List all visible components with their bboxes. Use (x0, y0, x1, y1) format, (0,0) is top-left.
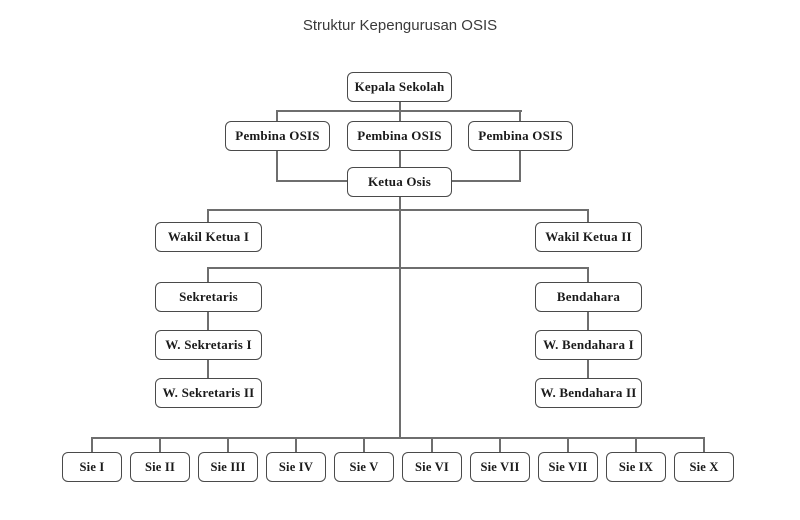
connector-line (91, 437, 93, 452)
node-sekretaris: Sekretaris (155, 282, 262, 312)
connector-line (159, 437, 161, 452)
connector-line (276, 150, 278, 182)
node-sie-10: Sie X (674, 452, 734, 482)
connector-line (207, 311, 209, 331)
node-sie-9: Sie IX (606, 452, 666, 482)
connector-line (587, 359, 589, 379)
node-kepala-sekolah: Kepala Sekolah (347, 72, 452, 102)
node-sie-1: Sie I (62, 452, 122, 482)
node-wakil-ketua-1: Wakil Ketua I (155, 222, 262, 252)
connector-line (363, 437, 365, 452)
connector-line (399, 150, 401, 168)
connector-line (207, 359, 209, 379)
node-wakil-ketua-2: Wakil Ketua II (535, 222, 642, 252)
node-sie-8: Sie VII (538, 452, 598, 482)
connector-line (227, 437, 229, 452)
connector-line (499, 437, 501, 452)
connector-line (635, 437, 637, 452)
node-pembina-osis-3: Pembina OSIS (468, 121, 573, 151)
connector-line (207, 209, 209, 222)
connector-line (207, 267, 209, 282)
connector-line (452, 180, 521, 182)
node-sie-2: Sie II (130, 452, 190, 482)
node-pembina-osis-2: Pembina OSIS (347, 121, 452, 151)
connector-line (91, 437, 705, 439)
node-sie-6: Sie VI (402, 452, 462, 482)
node-bendahara: Bendahara (535, 282, 642, 312)
connector-line (399, 110, 401, 121)
node-w-bendahara-1: W. Bendahara I (535, 330, 642, 360)
node-w-bendahara-2: W. Bendahara II (535, 378, 642, 408)
connector-line (399, 196, 401, 439)
connector-line (399, 101, 401, 112)
connector-line (276, 180, 347, 182)
node-w-sekretaris-1: W. Sekretaris I (155, 330, 262, 360)
node-ketua-osis: Ketua Osis (347, 167, 452, 197)
connector-line (703, 437, 705, 452)
node-sie-4: Sie IV (266, 452, 326, 482)
node-w-sekretaris-2: W. Sekretaris II (155, 378, 262, 408)
connector-line (207, 209, 589, 211)
connector-line (431, 437, 433, 452)
connector-line (519, 150, 521, 182)
connector-line (207, 267, 589, 269)
chart-title: Struktur Kepengurusan OSIS (302, 17, 498, 34)
node-sie-3: Sie III (198, 452, 258, 482)
connector-line (587, 311, 589, 331)
connector-line (567, 437, 569, 452)
connector-line (587, 267, 589, 282)
connector-line (587, 209, 589, 222)
node-sie-5: Sie V (334, 452, 394, 482)
node-pembina-osis-1: Pembina OSIS (225, 121, 330, 151)
connector-line (519, 110, 521, 121)
connector-line (276, 110, 278, 121)
connector-line (295, 437, 297, 452)
node-sie-7: Sie VII (470, 452, 530, 482)
